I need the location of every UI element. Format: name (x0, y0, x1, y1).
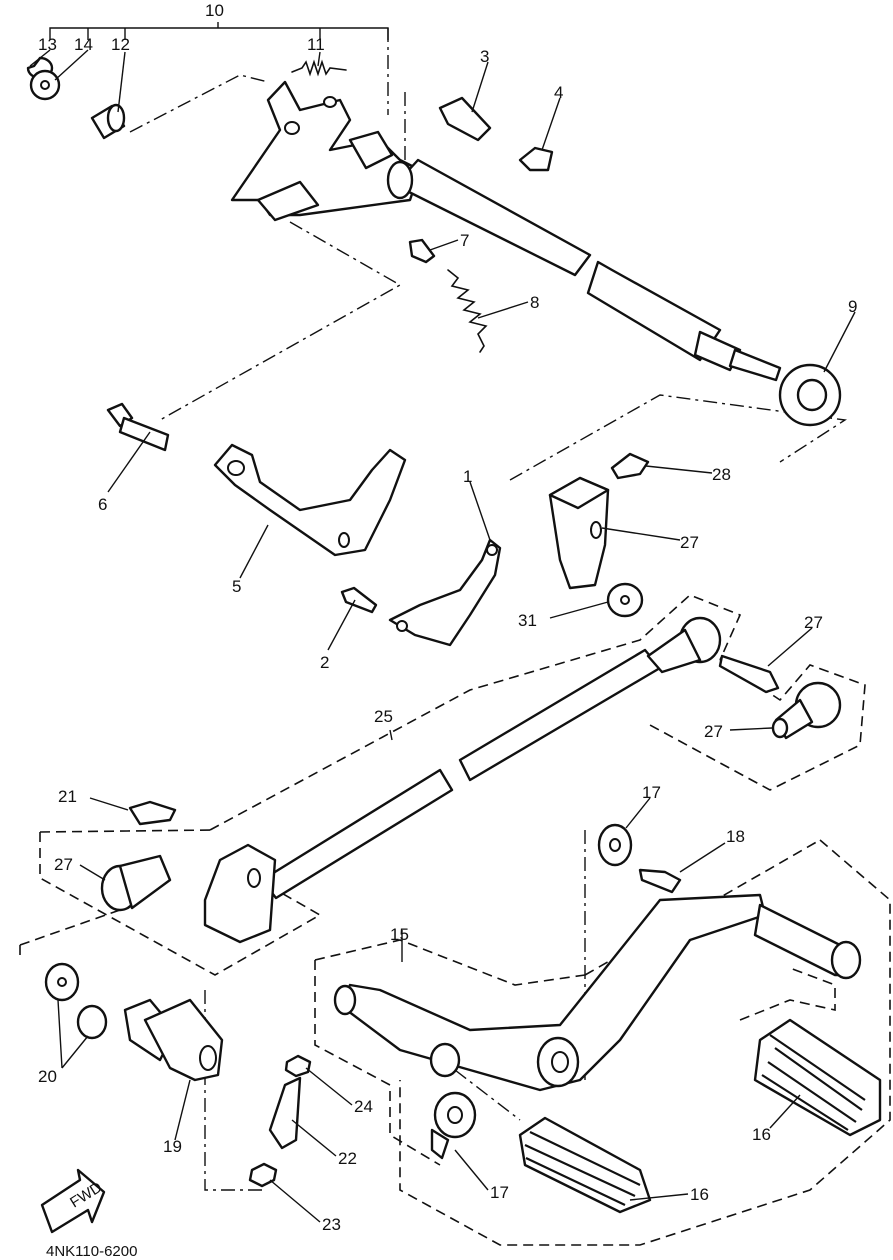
bolt-22 (128, 800, 177, 826)
oil-seal-9 (778, 363, 842, 427)
bracket-10 (49, 22, 389, 40)
callout-24: 23 (322, 1215, 341, 1234)
shift-rod-26 (260, 616, 722, 900)
adjuster-23 (268, 1076, 302, 1150)
pedal-boss-20 (123, 998, 224, 1082)
rod-joint-block (203, 843, 277, 944)
callout-26: 25 (374, 707, 393, 726)
callout-5: 5 (232, 577, 241, 596)
callout-28: 27 (680, 533, 699, 552)
spring-8 (447, 269, 488, 353)
callout-12: 12 (111, 35, 130, 54)
callout-labels: 10 13 14 12 11 3 4 7 8 9 1 28 6 27 5 31 … (38, 1, 857, 1260)
shift-pedal-15 (333, 893, 862, 1092)
callout-3: 3 (480, 47, 489, 66)
callout-27-left: 27 (54, 855, 73, 874)
washers-21 (44, 962, 108, 1040)
spring-11 (291, 59, 347, 77)
callout-8: 8 (530, 293, 539, 312)
callout-22: 21 (58, 787, 77, 806)
callout-6: 6 (98, 495, 107, 514)
collar-12 (90, 103, 126, 140)
callout-25: 24 (354, 1097, 373, 1116)
callout-19: 18 (726, 827, 745, 846)
callout-1: 1 (463, 467, 472, 486)
bolt-30 (610, 452, 650, 480)
callout-15: 15 (390, 925, 409, 944)
callout-23: 22 (338, 1149, 357, 1168)
plate-1 (388, 538, 502, 647)
bolt-29 (718, 654, 780, 694)
callout-9: 9 (848, 297, 857, 316)
shift-arm-assembly-10 (230, 80, 422, 222)
fwd-arrow-icon: FWD (40, 1168, 105, 1234)
rubber-end-27-left (100, 854, 172, 912)
callout-10: 10 (205, 1, 224, 20)
shift-shaft-9 (386, 158, 782, 382)
washer-14 (29, 69, 61, 101)
bolt-7 (408, 238, 436, 264)
callout-18: 17 (642, 783, 661, 802)
callout-29: 27 (804, 613, 823, 632)
callout-27-right: 27 (704, 722, 723, 741)
brace-5 (213, 443, 407, 557)
washer-31 (606, 582, 644, 618)
stopper-plate-4 (518, 146, 554, 172)
callout-21: 20 (38, 1067, 57, 1086)
nut-25 (284, 1054, 312, 1078)
leader-lines (29, 49, 856, 1223)
callout-30: 28 (712, 465, 731, 484)
shift-arm-28 (548, 476, 610, 590)
callout-20: 19 (163, 1137, 182, 1156)
callout-14: 14 (74, 35, 93, 54)
callout-2: 2 (320, 653, 329, 672)
bolt-19 (638, 868, 682, 894)
callout-11: 11 (307, 35, 325, 54)
callout-7: 7 (460, 231, 469, 250)
callout-16-left: 16 (690, 1185, 709, 1204)
washer-18 (597, 823, 633, 867)
bolt-2 (340, 586, 378, 614)
callout-17: 17 (490, 1183, 509, 1202)
bolt-6 (106, 402, 170, 452)
rod-end-17 (430, 1091, 477, 1160)
bolt-3 (438, 96, 492, 142)
callout-31: 31 (518, 611, 537, 630)
callout-4: 4 (554, 83, 563, 102)
rubber-end-27-right (771, 681, 842, 740)
drawing-code: 4NK110-6200 (46, 1243, 137, 1260)
callout-13: 13 (38, 35, 57, 54)
nut-24 (248, 1162, 278, 1188)
pedal-rubber-16-right (753, 1018, 882, 1137)
callout-16-right: 16 (752, 1125, 771, 1144)
pedal-rubber-16-left (518, 1116, 652, 1214)
